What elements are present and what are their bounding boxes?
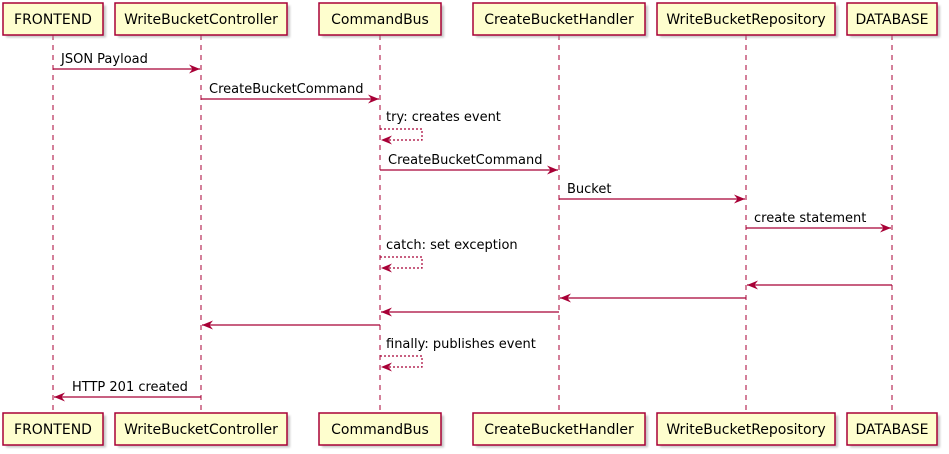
participant-box-bottom-database: DATABASE bbox=[846, 412, 940, 448]
participant-box-rect bbox=[114, 2, 288, 36]
participant-box-rect bbox=[2, 412, 104, 446]
arrowhead bbox=[202, 320, 213, 330]
arrowhead bbox=[189, 64, 200, 74]
arrowhead bbox=[54, 392, 65, 402]
message-createbucketcommand-1: CreateBucketCommand bbox=[201, 82, 379, 104]
participant-box-rect bbox=[472, 412, 646, 446]
participant-box-top-writebucketrepository: WriteBucketRepository bbox=[656, 2, 838, 38]
participant-label-frontend: FRONTEND bbox=[14, 422, 92, 438]
participant-box-rect bbox=[318, 2, 442, 36]
participant-label-createbuckethandler: CreateBucketHandler bbox=[484, 422, 634, 438]
participant-label-writebucketcontroller: WriteBucketController bbox=[124, 12, 278, 28]
participant-box-rect bbox=[114, 412, 288, 446]
message-return-10 bbox=[202, 320, 380, 330]
participant-label-writebucketrepository: WriteBucketRepository bbox=[666, 422, 825, 438]
participant-box-rect bbox=[656, 2, 836, 36]
participant-box-top-commandbus: CommandBus bbox=[318, 2, 444, 38]
message-label: try: creates event bbox=[386, 110, 501, 125]
participant-box-rect bbox=[2, 2, 104, 36]
participant-label-database: DATABASE bbox=[856, 12, 929, 28]
participant-box-rect bbox=[846, 412, 938, 446]
message-http-201-created-12: HTTP 201 created bbox=[54, 380, 201, 402]
participant-box-rect bbox=[656, 412, 836, 446]
participant-label-writebucketcontroller: WriteBucketController bbox=[124, 422, 278, 438]
arrowhead bbox=[381, 307, 392, 317]
arrowhead bbox=[547, 165, 558, 175]
message-return-9 bbox=[381, 307, 559, 317]
arrowhead bbox=[734, 194, 745, 204]
message-try-creates-event-2: try: creates event bbox=[380, 110, 501, 145]
participant-label-commandbus: CommandBus bbox=[331, 422, 429, 438]
message-label: CreateBucketCommand bbox=[388, 153, 542, 168]
message-label: finally: publishes event bbox=[386, 337, 536, 352]
participant-box-rect bbox=[472, 2, 646, 36]
message-bucket-4: Bucket bbox=[559, 182, 745, 204]
message-label: create statement bbox=[754, 211, 866, 226]
arrowhead bbox=[381, 362, 392, 372]
message-return-7 bbox=[747, 280, 892, 290]
participant-box-bottom-writebucketcontroller: WriteBucketController bbox=[114, 412, 290, 448]
participant-label-commandbus: CommandBus bbox=[331, 12, 429, 28]
arrowhead bbox=[747, 280, 758, 290]
participant-box-rect bbox=[846, 2, 938, 36]
participant-label-writebucketrepository: WriteBucketRepository bbox=[666, 12, 825, 28]
self-message-line bbox=[380, 128, 423, 141]
arrowhead bbox=[560, 293, 571, 303]
message-label: Bucket bbox=[567, 182, 611, 197]
arrowhead bbox=[368, 94, 379, 104]
message-label: catch: set exception bbox=[386, 238, 518, 253]
message-catch-set-exception-6: catch: set exception bbox=[380, 238, 518, 273]
participant-box-top-database: DATABASE bbox=[846, 2, 940, 38]
message-label: JSON Payload bbox=[60, 52, 148, 67]
message-json-payload-0: JSON Payload bbox=[53, 52, 200, 74]
participant-box-bottom-createbuckethandler: CreateBucketHandler bbox=[472, 412, 648, 448]
participant-label-frontend: FRONTEND bbox=[14, 12, 92, 28]
arrowhead bbox=[880, 223, 891, 233]
self-message-line bbox=[380, 256, 423, 269]
participant-box-bottom-writebucketrepository: WriteBucketRepository bbox=[656, 412, 838, 448]
message-label: HTTP 201 created bbox=[72, 380, 188, 395]
message-createbucketcommand-3: CreateBucketCommand bbox=[380, 153, 558, 175]
participant-label-database: DATABASE bbox=[856, 422, 929, 438]
participant-box-bottom-commandbus: CommandBus bbox=[318, 412, 444, 448]
participant-box-top-frontend: FRONTEND bbox=[2, 2, 106, 38]
participant-box-bottom-frontend: FRONTEND bbox=[2, 412, 106, 448]
participant-box-rect bbox=[318, 412, 442, 446]
participant-box-top-writebucketcontroller: WriteBucketController bbox=[114, 2, 290, 38]
message-label: CreateBucketCommand bbox=[209, 82, 363, 97]
participant-label-createbuckethandler: CreateBucketHandler bbox=[484, 12, 634, 28]
message-return-8 bbox=[560, 293, 746, 303]
message-finally-publishes-event-11: finally: publishes event bbox=[380, 337, 536, 372]
self-message-line bbox=[380, 355, 423, 368]
message-create-statement-5: create statement bbox=[746, 211, 891, 233]
arrowhead bbox=[381, 135, 392, 145]
arrowhead bbox=[381, 263, 392, 273]
participant-box-top-createbuckethandler: CreateBucketHandler bbox=[472, 2, 648, 38]
